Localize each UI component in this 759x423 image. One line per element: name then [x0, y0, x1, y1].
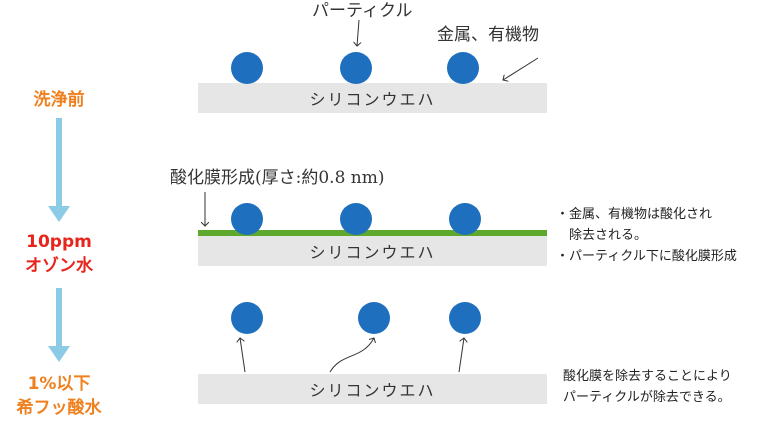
silicon-wafer-ozone: シリコンウエハ	[198, 236, 547, 266]
ozone-water-name: オゾン水	[25, 256, 93, 276]
wafer-label: シリコンウエハ	[309, 90, 436, 109]
particle-label: パーティクル	[312, 1, 413, 21]
particle	[340, 52, 372, 84]
lift-arrow-left	[240, 338, 246, 373]
wafer-label: シリコンウエハ	[309, 381, 436, 400]
silicon-wafer-before: シリコンウエハ	[198, 83, 547, 113]
lift-arrow-right	[458, 338, 464, 373]
oxide-film-label: 酸化膜形成(厚さ:約0.8 nm)	[170, 168, 385, 188]
particle	[231, 203, 263, 235]
flow-arrow-2	[48, 288, 70, 362]
particle	[447, 52, 479, 84]
ozone-concentration: 10ppm	[26, 232, 92, 252]
note-line: 酸化膜を除去することにより	[563, 369, 732, 384]
step-ozone-water-label: 10ppm オゾン水	[6, 230, 112, 278]
step-dilute-hf-label: 1%以下 希フッ酸水	[6, 372, 112, 420]
hf-concentration: 1%以下	[27, 374, 91, 394]
hf-step-note: 酸化膜を除去することにより パーティクルが除去できる。	[563, 366, 732, 408]
note-line: ・金属、有機物は酸化され	[556, 207, 713, 222]
flow-arrow-1	[48, 118, 70, 222]
particle	[449, 203, 481, 235]
note-line: 除去される。	[556, 228, 648, 243]
metal-organic-pointer-arrow	[503, 57, 539, 80]
particle-pointer-arrow	[357, 19, 359, 46]
wafer-label: シリコンウエハ	[309, 243, 436, 262]
particle-lifted	[358, 302, 390, 334]
silicon-wafer-hf: シリコンウエハ	[198, 374, 547, 404]
particle-lifted	[449, 302, 481, 334]
dilute-hf-name: 希フッ酸水	[16, 398, 102, 418]
note-line: ・パーティクル下に酸化膜形成	[556, 249, 737, 264]
particle	[340, 203, 372, 235]
note-line: パーティクルが除去できる。	[563, 390, 731, 405]
oxide-film-layer	[198, 230, 547, 236]
ozone-step-note: ・金属、有機物は酸化され 除去される。 ・パーティクル下に酸化膜形成	[556, 204, 737, 267]
particle-lifted	[231, 302, 263, 334]
lift-arrow-middle	[329, 338, 374, 373]
step-before-cleaning-label: 洗浄前	[33, 90, 85, 110]
metal-organic-label: 金属、有機物	[437, 25, 539, 45]
particle	[231, 52, 263, 84]
